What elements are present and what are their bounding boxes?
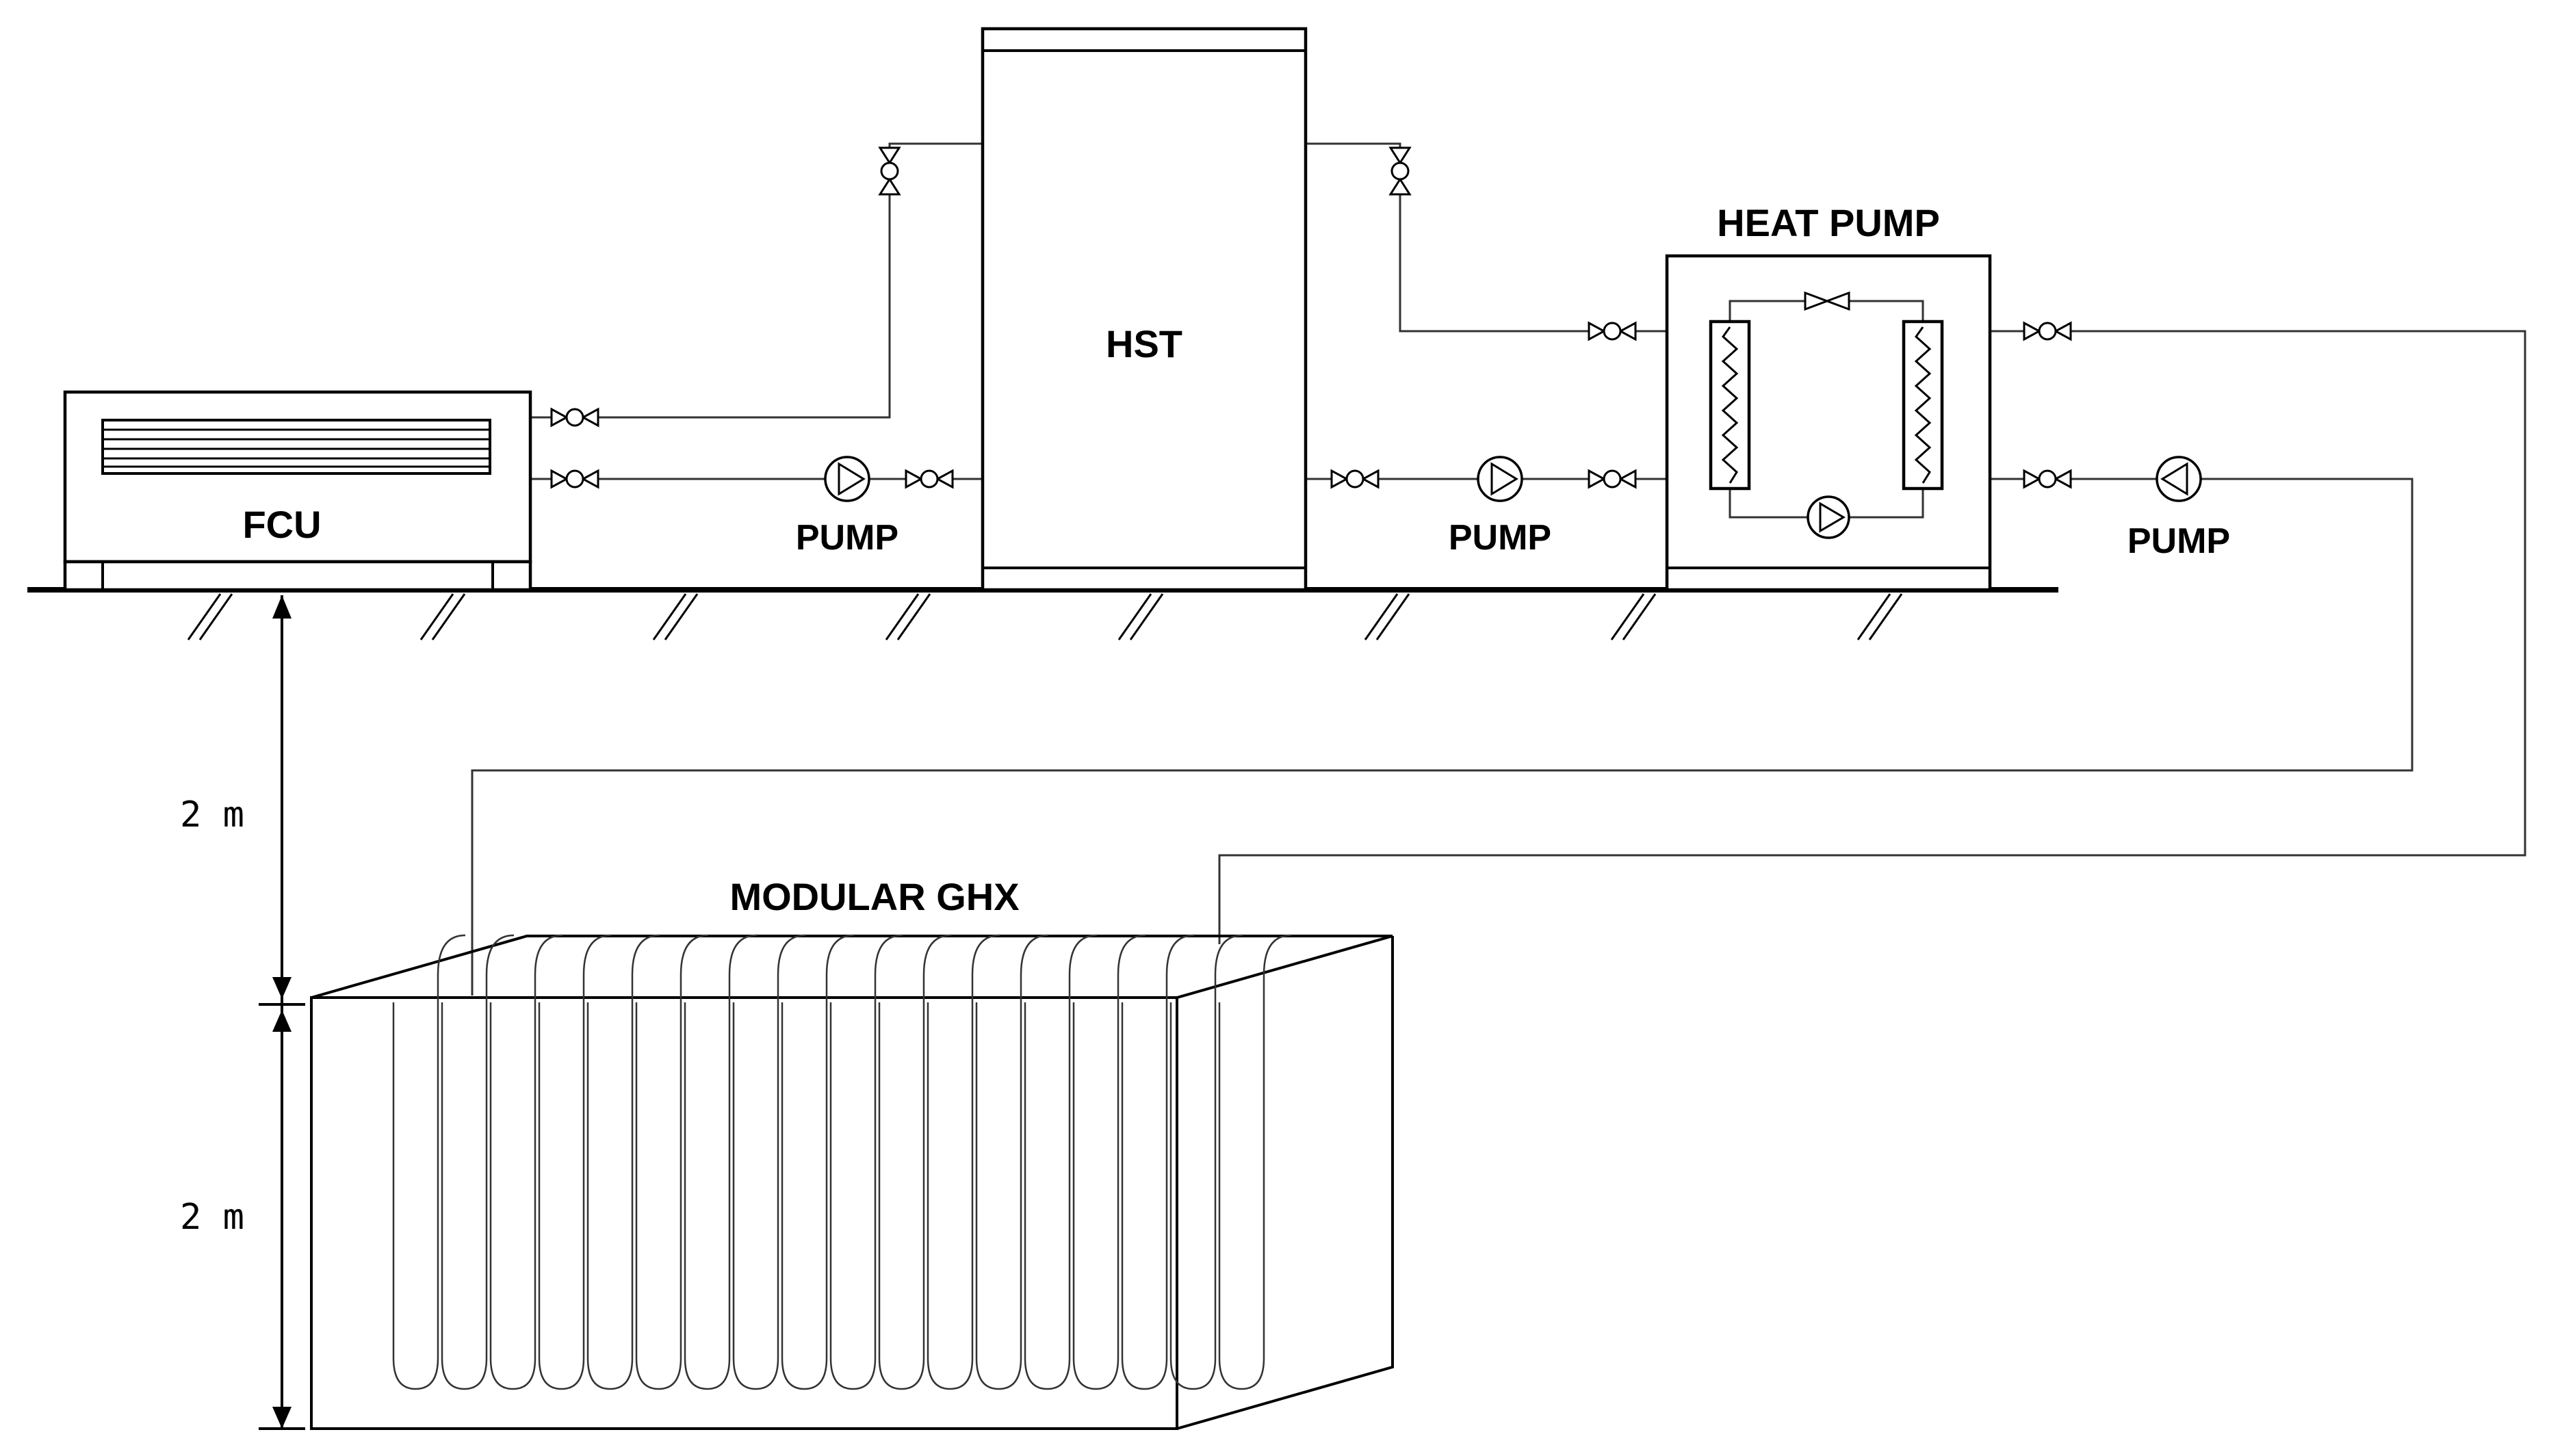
ghx-loop bbox=[1024, 934, 1098, 1390]
pump-ghx: PUMP bbox=[2127, 456, 2230, 561]
module-height-label: 2 m bbox=[180, 1197, 244, 1238]
fcu-label: FCU bbox=[242, 503, 321, 546]
piping bbox=[471, 142, 2526, 996]
fcu-grille bbox=[101, 419, 491, 475]
gate-valve-icon bbox=[879, 146, 901, 196]
ghx-loop bbox=[829, 934, 903, 1390]
ghx-loops bbox=[392, 934, 1292, 1390]
pump-label-1: PUMP bbox=[796, 518, 898, 558]
gate-valve-icon bbox=[550, 408, 599, 427]
pipe-hp-to-ghx-inner bbox=[471, 478, 2414, 996]
ghx-loop bbox=[927, 934, 1000, 1390]
ghx-loop bbox=[732, 934, 806, 1390]
pump-label-3: PUMP bbox=[2127, 521, 2230, 561]
ghx-loop bbox=[538, 934, 612, 1390]
gate-valve-icon bbox=[1588, 322, 1637, 341]
ground-hatch-icon bbox=[187, 593, 1903, 640]
heat-exchanger-icon bbox=[1709, 320, 1751, 491]
ghx-loop bbox=[878, 934, 952, 1390]
compressor-icon bbox=[1807, 495, 1850, 539]
pipe-hst-to-hp-upper bbox=[1306, 142, 1704, 333]
ghx-loop bbox=[1121, 934, 1195, 1390]
ground bbox=[27, 587, 2058, 640]
pump-hst: PUMP bbox=[1449, 456, 1551, 558]
heat-pump-label: HEAT PUMP bbox=[1717, 201, 1940, 244]
expansion-valve-icon bbox=[1804, 291, 1850, 311]
ghx-loop bbox=[392, 934, 466, 1390]
depth-to-top-label: 2 m bbox=[180, 794, 244, 835]
dimension-lines: 2 m 2 m bbox=[180, 595, 305, 1430]
gate-valve-icon bbox=[1588, 469, 1637, 489]
pump-label-2: PUMP bbox=[1449, 518, 1551, 558]
pipe-fcu-supply bbox=[530, 142, 983, 419]
gate-valve-icon bbox=[2023, 469, 2072, 489]
heat-pump-unit: HEAT PUMP bbox=[1665, 201, 1992, 592]
ghx-loop bbox=[1072, 934, 1146, 1390]
ghx-loop bbox=[489, 934, 563, 1390]
gate-valve-icon bbox=[2023, 322, 2072, 341]
ghx-loop bbox=[635, 934, 709, 1390]
ghx-loop bbox=[441, 934, 515, 1390]
gate-valve-icon bbox=[550, 469, 599, 489]
ghx-loop bbox=[1218, 934, 1292, 1390]
fcu-unit: FCU bbox=[63, 390, 532, 592]
hst-tank: HST bbox=[981, 27, 1308, 592]
circulation-pump-icon bbox=[824, 456, 870, 502]
heat-exchanger-icon bbox=[1902, 320, 1944, 491]
ghx-loop bbox=[1169, 934, 1243, 1390]
ghx-loop bbox=[975, 934, 1049, 1390]
ghx-loop bbox=[586, 934, 660, 1390]
circulation-pump-icon bbox=[2156, 456, 2202, 502]
pump-fcu: PUMP bbox=[796, 456, 898, 558]
hst-label: HST bbox=[1106, 322, 1182, 365]
ghx-loop bbox=[684, 934, 758, 1390]
modular-ghx: MODULAR GHX bbox=[310, 875, 1394, 1430]
gate-valve-icon bbox=[1330, 469, 1380, 489]
ghx-loop bbox=[781, 934, 855, 1390]
modular-ghx-label: MODULAR GHX bbox=[729, 875, 1019, 918]
gate-valve-icon bbox=[905, 469, 954, 489]
gate-valve-icon bbox=[1389, 146, 1411, 196]
circulation-pump-icon bbox=[1477, 456, 1523, 502]
pipe-hp-to-ghx-outer bbox=[1218, 330, 2526, 944]
